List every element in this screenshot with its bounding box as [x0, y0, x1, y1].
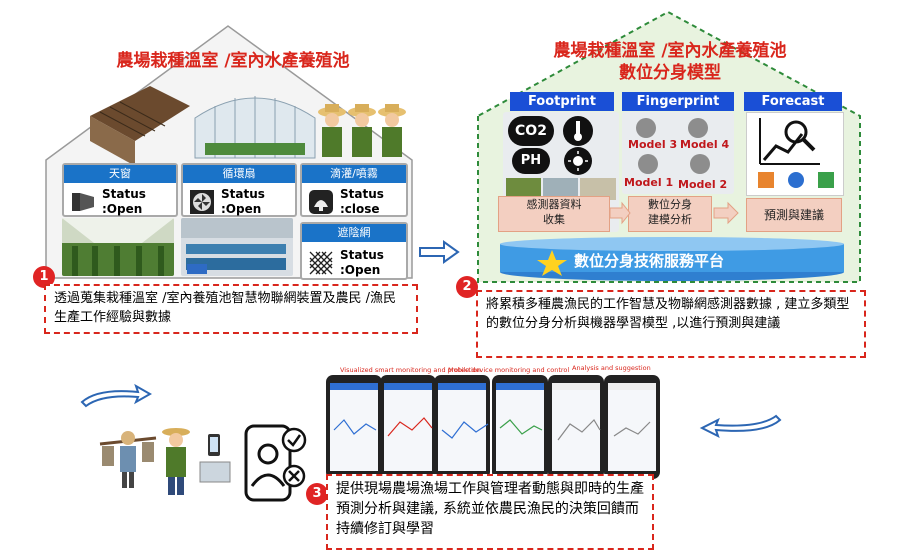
status-card-skylight: 天窗 Status :Open	[62, 163, 178, 217]
phone-screen-4	[492, 375, 548, 479]
card-label: 遮陰網	[302, 224, 406, 242]
tab-footprint: Footprint	[510, 92, 614, 111]
ph-sensor-icon: PH	[512, 148, 550, 174]
platform-cylinder	[500, 237, 844, 281]
model-1-label: Model 1	[624, 176, 674, 189]
analytics-chart-icon	[759, 118, 820, 165]
sensor-photos	[506, 178, 616, 200]
model-3-label: Model 3	[628, 138, 678, 151]
phone-screen-3	[434, 375, 490, 479]
card-label: 天窗	[64, 165, 176, 183]
step-2-badge: 2	[456, 276, 478, 298]
step-2-text: 將累積多種農漁民的工作智慧及物聯網感測器數據 , 建立多類型的數位分身分析與機器…	[486, 297, 850, 331]
model-2-label: Model 2	[678, 178, 728, 191]
step-3-badge: 3	[306, 483, 328, 505]
co2-sensor-icon: CO2	[508, 116, 554, 146]
model-4-label: Model 4	[680, 138, 730, 151]
step-3-text: 提供現場農場漁場工作與管理者動態與即時的生產預測分析與建議, 系統並依農民漁民的…	[336, 481, 644, 537]
card-label: 滴灌/噴霧	[302, 165, 406, 183]
platform-label: 數位分身技術服務平台	[574, 252, 725, 270]
sprinkler-icon	[309, 190, 333, 214]
card-status: Status :Open	[340, 248, 384, 277]
status-card-shade-net: 遮陰網 Status :Open	[300, 222, 408, 280]
phones-caption-monitoring: Visualized smart monitoring and protecti…	[340, 366, 481, 374]
right-arrow-icon	[419, 240, 460, 264]
card-label: 循環扇	[183, 165, 295, 183]
phone-screen-6	[604, 375, 660, 479]
phones-caption-control: Mobile device monitoring and control	[448, 366, 570, 374]
thermometer-icon	[563, 116, 593, 146]
forecast-small-icons	[758, 172, 834, 188]
light-sensor-icon	[564, 147, 592, 175]
right-title-line1: 農場栽種溫室 /室內水產養殖池	[553, 41, 787, 61]
step-1-box: 透過蒐集栽種溫室 /室內養殖池智慧物聯網裝置及農民 /漁民生產工作經驗與數據	[44, 284, 418, 334]
tab-fingerprint: Fingerprint	[622, 92, 734, 111]
greenhouse-interior-photo	[62, 218, 174, 276]
process-box-forecast: 預測與建議	[746, 198, 842, 232]
status-card-fan: 循環扇 Status :Open	[181, 163, 297, 217]
right-title-line2: 數位分身模型	[619, 63, 721, 83]
brain-model-icons	[636, 118, 710, 174]
cycle-arrow-right-icon	[699, 414, 782, 438]
step-1-badge: 1	[33, 266, 55, 288]
status-card-sprinkler: 滴灌/噴霧 Status :close	[300, 163, 408, 217]
card-status: Status :Open	[102, 187, 146, 216]
phones-caption-analysis: Analysis and suggestion	[572, 364, 651, 372]
card-status: Status :Open	[221, 187, 265, 216]
card-status: Status :close	[340, 187, 384, 216]
cycle-arrow-left-icon	[80, 383, 152, 408]
step-1-text: 透過蒐集栽種溫室 /室內養殖池智慧物聯網裝置及農民 /漁民生產工作經驗與數據	[54, 291, 397, 325]
tab-forecast: Forecast	[744, 92, 842, 111]
step-2-box: 將累積多種農漁民的工作智慧及物聯網感測器數據 , 建立多類型的數位分身分析與機器…	[476, 290, 866, 358]
process-box-modeling: 數位分身 建模分析	[628, 196, 712, 232]
smartphone-user-icon	[244, 424, 307, 502]
greenhouse-illustration	[90, 86, 406, 166]
fisherman-illustration	[99, 431, 157, 488]
phone-chart-lines	[333, 417, 651, 441]
skylight-icon	[72, 193, 94, 211]
phone-screen-5	[548, 375, 604, 479]
aquaculture-pond-photo	[181, 218, 293, 276]
devices-icon	[199, 434, 231, 483]
farmer-illustration	[162, 428, 190, 495]
fan-icon	[190, 190, 214, 214]
step-3-box: 提供現場農場漁場工作與管理者動態與即時的生產預測分析與建議, 系統並依農民漁民的…	[326, 474, 654, 550]
process-box-sensor-collect: 感測器資料 收集	[498, 196, 610, 232]
shade-net-icon	[309, 251, 333, 275]
left-title: 農場栽種溫室 /室內水產養殖池	[116, 51, 350, 71]
process-arrows	[609, 201, 739, 225]
